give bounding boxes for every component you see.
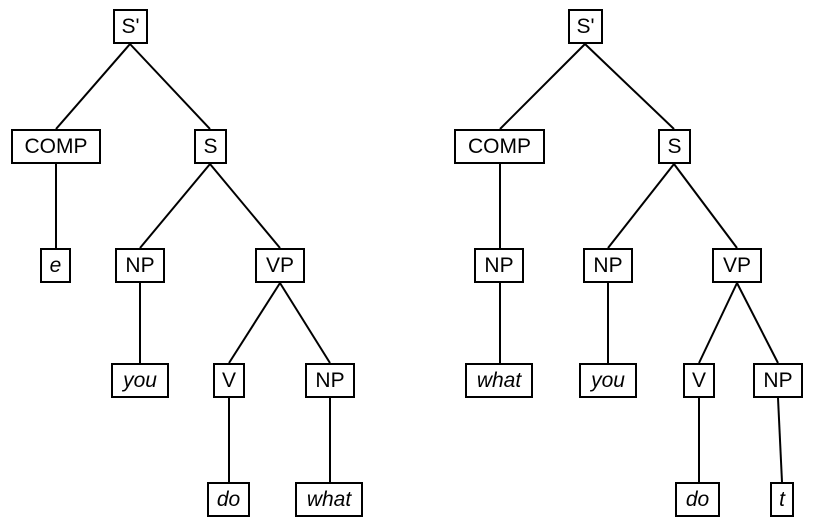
tree-node-r-np1: NP [583,248,633,283]
tree-node-r-np0: NP [474,248,524,283]
tree-node-r-t: t [770,482,794,517]
tree-node-l-do: do [207,482,250,517]
tree-node-r-np2: NP [753,363,803,398]
tree-node-r-v: V [683,363,715,398]
tree-edge-l-vp-to-l-np2 [279,282,331,364]
tree-node-l-you: you [111,363,169,398]
tree-edge-r-s-to-r-np1 [607,163,675,249]
tree-node-r-sbar: S' [568,9,603,44]
tree-edge-r-vp-to-r-np2 [736,282,779,364]
tree-edge-r-s-to-r-vp [673,163,738,249]
tree-edge-l-s-to-l-np1 [139,163,211,249]
tree-edge-l-vp-to-l-v [228,282,281,364]
tree-edge-l-sbar-to-l-s [129,43,211,130]
tree-edge-l-sbar-to-l-comp [55,43,131,130]
edge-group [55,43,783,483]
tree-edge-r-sbar-to-r-comp [499,43,586,130]
tree-node-l-np1: NP [115,248,165,283]
tree-node-r-comp: COMP [454,129,545,164]
tree-node-l-what: what [295,482,363,517]
tree-node-l-vp: VP [255,248,305,283]
tree-node-l-e: e [40,248,71,283]
tree-node-l-sbar: S' [113,9,148,44]
tree-edge-r-sbar-to-r-s [584,43,675,130]
tree-node-l-s: S [194,129,227,164]
tree-node-r-vp: VP [712,248,762,283]
tree-node-r-s: S [658,129,691,164]
tree-node-r-do: do [675,482,720,517]
tree-edge-r-vp-to-r-v [698,282,738,364]
tree-edge-r-np2-to-r-t [777,397,783,483]
tree-node-r-you: you [579,363,637,398]
tree-node-l-v: V [213,363,245,398]
tree-edge-l-s-to-l-vp [209,163,281,249]
tree-node-l-comp: COMP [11,129,101,164]
tree-node-l-np2: NP [305,363,355,398]
tree-node-r-what: what [465,363,533,398]
